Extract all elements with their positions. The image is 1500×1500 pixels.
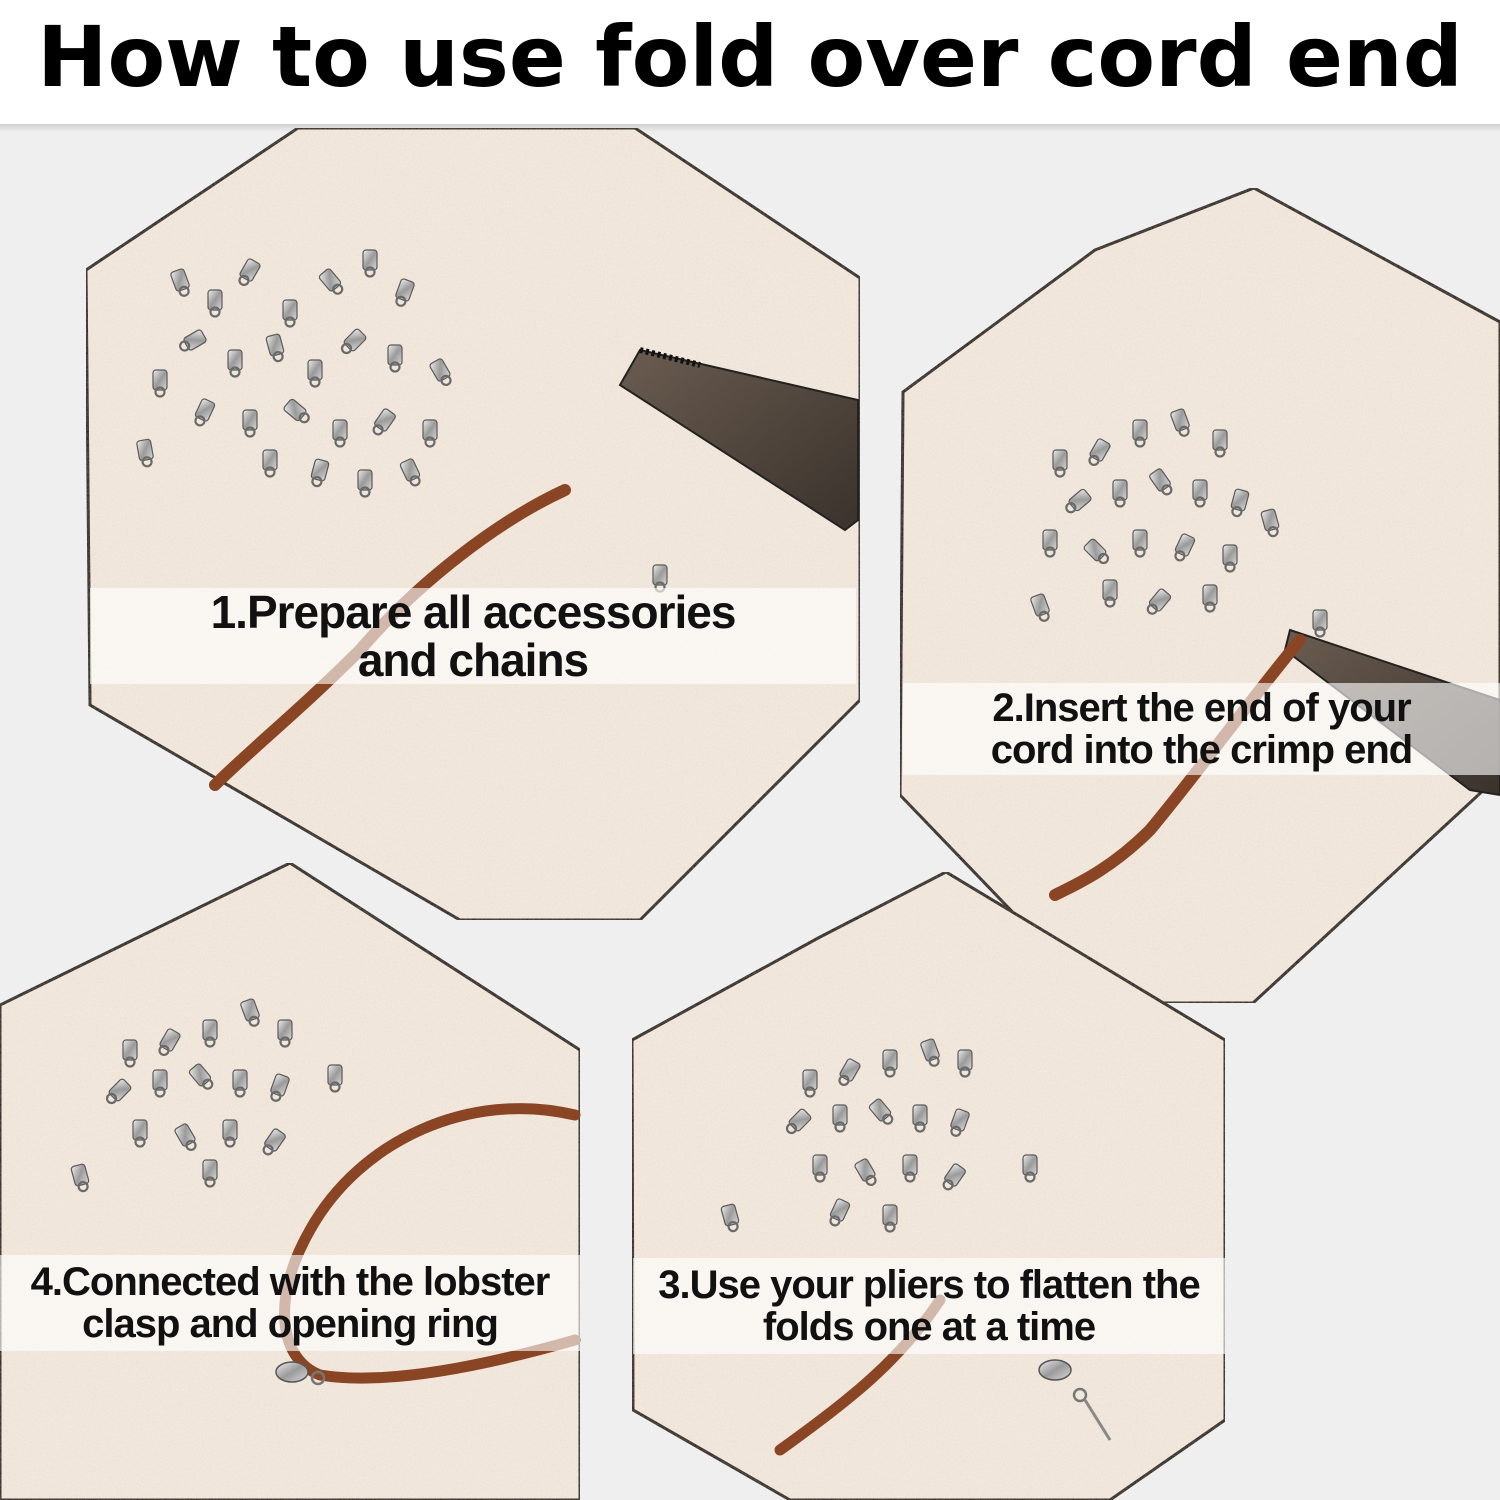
page-title: How to use fold over cord end [37, 8, 1463, 106]
step-2-caption-line-2: cord into the crimp end [990, 728, 1413, 772]
lobster-clasp [275, 1361, 326, 1386]
step-2-caption: 2.Insert the end of your cord into the c… [903, 683, 1500, 775]
lobster-clasp [1038, 1359, 1112, 1441]
step-3-caption-line-1: 3.Use your pliers to flatten the [658, 1263, 1200, 1307]
step-1-caption-line-1: 1.Prepare all accessories [210, 585, 737, 638]
step-4-caption-line-2: clasp and opening ring [82, 1302, 499, 1346]
step-4-caption: 4.Connected with the lobster clasp and o… [0, 1255, 580, 1351]
step-4-panel [0, 861, 582, 1500]
step-1-panel [84, 126, 862, 922]
step-1-caption-line-2: and chains [357, 634, 589, 686]
step-3-caption: 3.Use your pliers to flatten the folds o… [633, 1258, 1225, 1354]
step-1-caption: 1.Prepare all accessories and chains [90, 585, 856, 686]
title-divider [0, 124, 1500, 132]
pliers [618, 347, 859, 532]
title-bar: How to use fold over cord end [0, 0, 1500, 124]
step-2-panel [898, 186, 1500, 1005]
step-2-caption-line-1: 2.Insert the end of your [992, 686, 1411, 730]
step-4-caption-line-1: 4.Connected with the lobster [30, 1260, 551, 1304]
step-3-caption-line-2: folds one at a time [762, 1305, 1096, 1349]
